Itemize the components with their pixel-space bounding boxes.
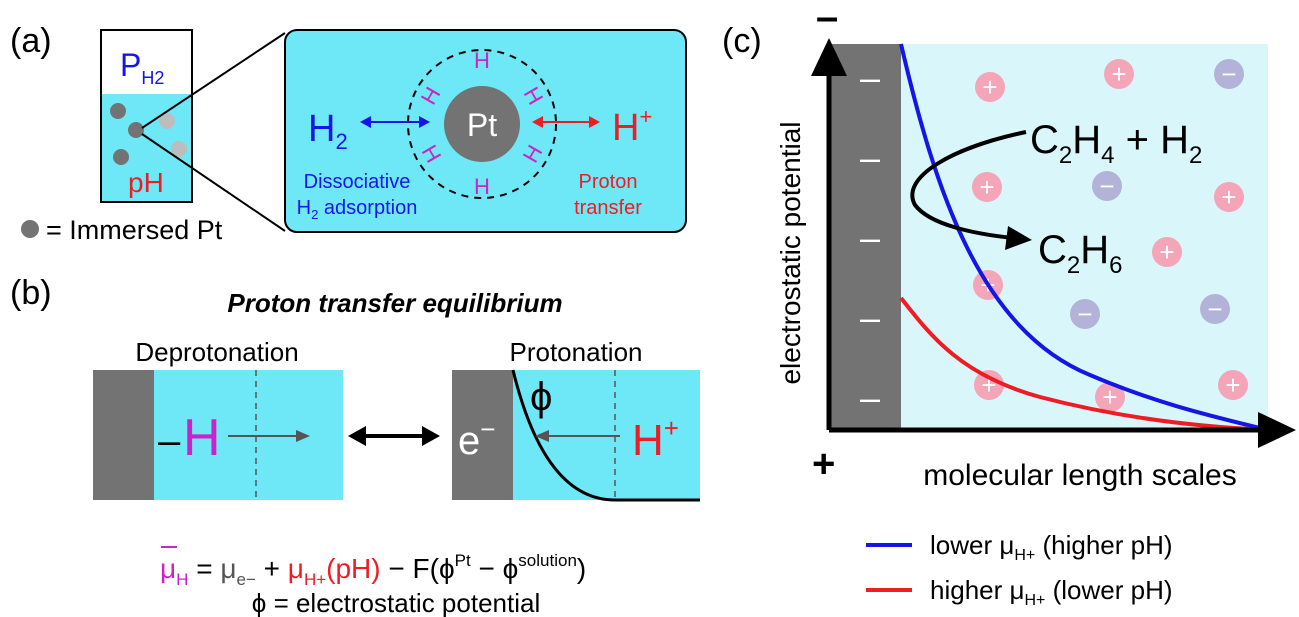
panel-a-label: (a) — [10, 22, 52, 60]
adsorbed-h-bottom: H — [474, 174, 490, 199]
cation: + — [975, 72, 1005, 102]
svg-text:+: + — [979, 172, 994, 202]
cation: + — [972, 172, 1002, 202]
potential-profile-curve — [511, 369, 700, 502]
pt-label: Pt — [467, 107, 497, 143]
anion: − — [1214, 59, 1244, 89]
proton-transfer-caption-line2: transfer — [574, 197, 642, 219]
electrode-charge: – — [860, 217, 880, 258]
protonation-electrode — [452, 370, 513, 500]
phi-symbol: ϕ — [530, 375, 552, 419]
svg-text:+: + — [1102, 382, 1117, 412]
svg-text:+: + — [1225, 370, 1240, 400]
svg-text:+: + — [1221, 182, 1236, 212]
electrode-charge: – — [860, 377, 880, 418]
proton-arrow-head-left — [532, 116, 543, 128]
y-axis-arrow — [811, 38, 847, 76]
panel-b-label: (b) — [10, 274, 52, 312]
adsorbed-h-top: H — [474, 48, 490, 73]
electrode-charge: – — [860, 137, 880, 178]
y-axis-negative-sign: – — [816, 0, 838, 39]
curve-higher-ph — [899, 43, 1269, 432]
proton-transfer-caption-line1: Proton — [579, 171, 638, 193]
cation: + — [1095, 382, 1125, 412]
cation: + — [1214, 182, 1244, 212]
panel-b-title: Proton transfer equilibrium — [227, 288, 562, 318]
legend-immersed-pt: = Immersed Pt — [46, 215, 223, 245]
anion: − — [1200, 294, 1230, 324]
reaction-arrow — [910, 130, 1027, 240]
h2-molecule-label: H2 — [308, 108, 348, 154]
cation: + — [1104, 59, 1134, 89]
svg-text:+: + — [1111, 59, 1126, 89]
panel-c-label: (c) — [722, 22, 762, 60]
panel-b: (b) Proton transfer equilibrium Deproton… — [10, 274, 700, 617]
zoom-line-top — [141, 32, 286, 129]
y-axis-positive-sign: + — [812, 442, 835, 486]
electrode-charge: – — [860, 57, 880, 98]
proton-arrow-head-right — [589, 116, 600, 128]
h2-arrow-head-left — [360, 116, 371, 128]
svg-text:+: + — [982, 72, 997, 102]
svg-text:−: − — [1221, 59, 1236, 89]
anion: − — [1070, 299, 1100, 329]
legend-pt-dot — [21, 220, 39, 238]
panel-a: (a) PH2 pH = Immersed Pt Pt H H H H H H … — [10, 22, 687, 245]
cation: + — [1218, 370, 1248, 400]
legend-entry-lower-ph: higher μH+ (lower pH) — [930, 575, 1173, 609]
h2-arrow-head-right — [419, 116, 430, 128]
zoom-line-bottom — [141, 133, 286, 232]
ph-label: pH — [128, 167, 164, 198]
protonation-label: Protonation — [510, 337, 643, 367]
dissociative-caption-line2: H2 adsorption — [297, 197, 418, 222]
x-axis-arrow — [1258, 412, 1296, 448]
adsorption-sphere — [407, 49, 557, 199]
cation: + — [974, 370, 1004, 400]
anion: − — [1092, 171, 1122, 201]
svg-text:+: + — [1159, 237, 1174, 267]
equilibrium-arrow-head-left — [348, 426, 366, 446]
reaction-arrow-head — [1005, 226, 1032, 250]
deprotonation-arrow-head — [296, 430, 310, 442]
phi-definition: ϕ = electrostatic potential — [252, 588, 540, 617]
proton-label-b: H+ — [632, 413, 679, 465]
dissociative-caption-line1: Dissociative — [304, 171, 411, 193]
svg-text:−: − — [1207, 294, 1222, 324]
legend-entry-higher-ph: lower μH+ (higher pH) — [930, 530, 1173, 564]
y-axis-label: electrostatic potential — [775, 121, 806, 384]
curve-lower-ph — [899, 296, 1269, 432]
reactants-label: C2H4 + H2 — [1030, 118, 1202, 169]
chemical-potential-equation: μH = μe− + μH+(pH) − F(ϕPt − ϕsolution) — [160, 551, 586, 589]
pt-particle — [113, 149, 129, 165]
electron-label: e− — [458, 414, 495, 463]
svg-text:−: − — [1077, 299, 1092, 329]
protonation-arrow-head — [535, 430, 549, 442]
electrode-charge: – — [860, 297, 880, 338]
deprotonation-label: Deprotonation — [135, 337, 298, 367]
svg-text:−: − — [1099, 171, 1114, 201]
bond-dash: – — [158, 419, 181, 463]
pt-particle-faded — [171, 141, 187, 157]
pt-particle-faded — [159, 113, 175, 129]
electrode-slab — [829, 44, 901, 430]
proton-label: H+ — [612, 104, 652, 149]
x-axis-label: molecular length scales — [923, 459, 1237, 492]
panel-c: (c) – – – – – + + − + − + + + − − + + + … — [722, 0, 1296, 609]
deprotonation-electrode — [93, 370, 154, 500]
pt-particle — [110, 103, 126, 119]
product-label: C2H6 — [1038, 228, 1123, 279]
adsorbed-h-atom: H — [183, 409, 221, 467]
equilibrium-arrow-head-right — [422, 426, 440, 446]
pt-particle-large — [444, 86, 520, 162]
pt-particle — [128, 122, 144, 138]
cation: + — [1152, 237, 1182, 267]
pressure-h2-label: PH2 — [120, 47, 164, 88]
